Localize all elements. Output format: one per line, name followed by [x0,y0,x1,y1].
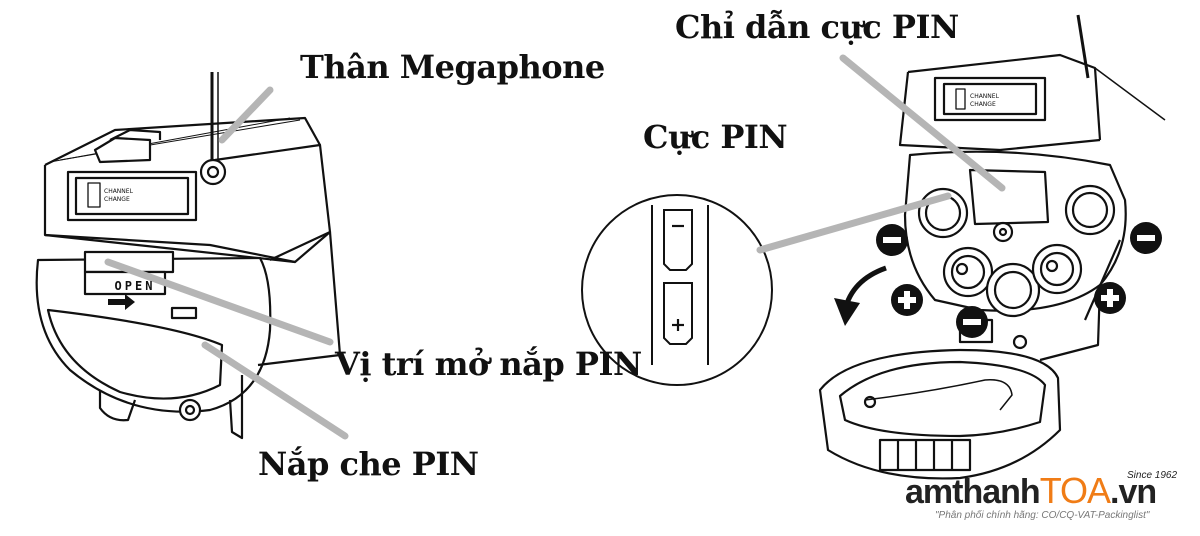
label-chi-dan-cuc-pin: Chỉ dẫn cực PIN [675,8,959,46]
logo-tagline: "Phân phối chính hãng: CO/CQ-VAT-Packing… [935,510,1150,521]
polarity-markers [876,222,1162,338]
battery-polarity-zoom [581,194,773,386]
channel-text-right-1: CHANNEL [970,93,1000,100]
plus-marker-right [1094,282,1126,314]
amthanhtoa-logo: amthanhTOA.vn Since 1962 "Phân phối chín… [905,470,1190,530]
label-cuc-pin: Cực PIN [643,118,788,156]
megaphone-opened [818,14,1166,480]
label-vi-tri-mo-nap-pin: Vị trí mở nắp PIN [335,345,642,383]
logo-part-vn: .vn [1110,473,1157,511]
channel-text-left-2: CHANGE [104,196,130,203]
leader-lines [104,54,1006,440]
channel-text-right-2: CHANGE [970,101,996,108]
channel-text-left-1: CHANNEL [104,188,134,195]
logo-part-amthanh: amthanh [905,473,1041,511]
minus-marker-left [876,224,908,256]
plus-marker-left [891,284,923,316]
open-latch-text: OPEN [115,279,156,293]
label-than-megaphone: Thân Megaphone [300,48,605,86]
logo-wordmark: amthanhTOA.vn [905,470,1157,512]
megaphone-closed [35,72,342,440]
label-nap-che-pin: Nắp che PIN [258,445,479,483]
logo-since: Since 1962 [1127,470,1178,481]
logo-part-toa: TOA [1039,470,1111,511]
minus-marker-right [1130,222,1162,254]
minus-marker-bottom [956,306,988,338]
